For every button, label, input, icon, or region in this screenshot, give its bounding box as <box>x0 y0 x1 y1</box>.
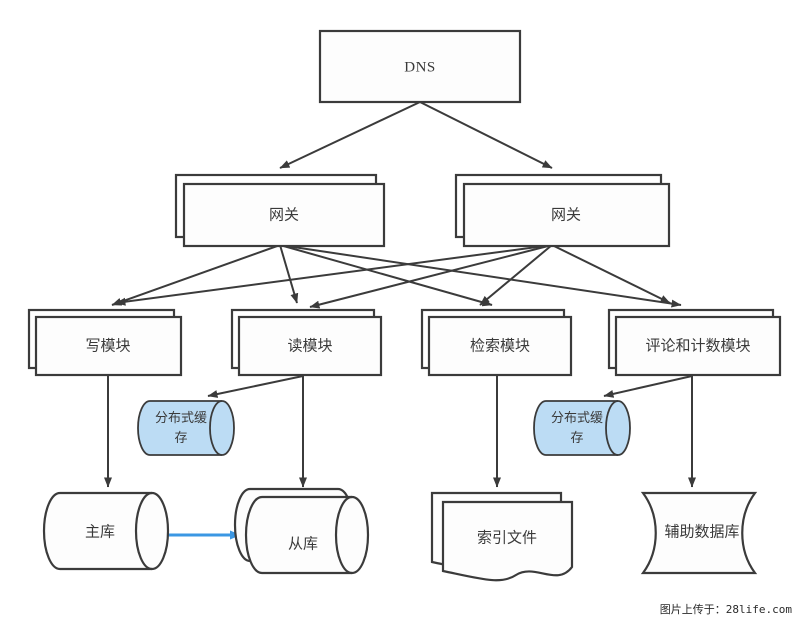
node-gateway-left[interactable]: 网关 <box>174 173 386 248</box>
master-db-label: 主库 <box>85 523 115 540</box>
slave-db-label: 从库 <box>288 535 318 552</box>
cache-right-label-line1: 分布式缓 <box>551 410 603 425</box>
node-aux-db[interactable]: 辅助数据库 <box>640 491 758 575</box>
cache-right-label-line2: 存 <box>570 430 583 445</box>
index-file-label: 索引文件 <box>477 529 537 546</box>
node-cache-right[interactable]: 分布式缓 存 <box>533 400 631 456</box>
cache-left-end-ellipse <box>209 400 223 456</box>
edge-read-module-to-cache-left <box>207 375 304 398</box>
cache-left-label-line2: 存 <box>174 430 187 445</box>
search-module-box-front <box>427 315 573 377</box>
write-module-label: 写模块 <box>85 337 130 354</box>
edge-group-modules-to-storage <box>104 375 696 488</box>
dns-label: DNS <box>404 59 436 75</box>
node-gateway-right[interactable]: 网关 <box>454 173 671 248</box>
edge-gateway-right-to-search-module <box>479 244 553 306</box>
search-module-label: 检索模块 <box>470 337 530 354</box>
comment-module-label: 评论和计数模块 <box>645 337 750 354</box>
edge-gateway-right-to-write-module <box>115 244 553 306</box>
edge-gateway-right-to-comment-module <box>551 244 671 304</box>
dns-box <box>318 29 522 104</box>
node-cache-left[interactable]: 分布式缓 存 <box>137 400 235 456</box>
read-module-box-front <box>237 315 383 377</box>
node-comment-module[interactable]: 评论和计数模块 <box>607 308 782 377</box>
gateway-right-box-front <box>462 182 671 248</box>
node-read-module[interactable]: 读模块 <box>230 308 383 377</box>
edge-group-gateway-right-to-modules <box>115 244 671 309</box>
write-module-box-front <box>34 315 183 377</box>
node-slave-db[interactable]: 从库 <box>233 487 370 575</box>
edge-gateway-left-to-comment-module <box>279 244 682 308</box>
index-file-body-front <box>441 500 574 582</box>
edge-comment-module-to-cache-right <box>603 375 693 398</box>
gateway-left-label: 网关 <box>269 206 299 223</box>
aux-db-label: 辅助数据库 <box>664 523 739 540</box>
aux-db-body <box>640 491 758 575</box>
edge-gateway-left-to-search-module <box>279 244 493 307</box>
node-index-file[interactable]: 索引文件 <box>430 491 574 582</box>
node-search-module[interactable]: 检索模块 <box>420 308 573 377</box>
edge-gateway-right-to-read-module <box>309 244 553 309</box>
slave-db-body-front <box>244 495 370 575</box>
cache-left-label-line1: 分布式缓 <box>155 410 207 425</box>
gateway-right-label: 网关 <box>551 206 581 223</box>
edge-gateway-left-to-write-module <box>111 244 281 306</box>
edge-dns-to-gateway-right <box>419 101 553 169</box>
master-db-end-ellipse <box>134 491 153 571</box>
watermark-text: 图片上传于：28life.com <box>659 603 792 616</box>
edge-dns-to-gateway-left <box>279 101 421 169</box>
comment-module-box-front <box>614 315 782 377</box>
edge-group-gateway-left-to-modules <box>111 244 682 308</box>
edge-group-dns-to-gateways <box>279 101 553 169</box>
node-dns[interactable]: DNS <box>318 29 522 104</box>
node-master-db[interactable]: 主库 <box>42 491 170 571</box>
gateway-left-box-front <box>182 182 386 248</box>
node-write-module[interactable]: 写模块 <box>27 308 183 377</box>
slave-db-end-ellipse <box>334 495 353 575</box>
read-module-label: 读模块 <box>287 337 332 354</box>
edge-gateway-left-to-read-module <box>279 244 299 304</box>
cache-right-end-ellipse <box>605 400 619 456</box>
